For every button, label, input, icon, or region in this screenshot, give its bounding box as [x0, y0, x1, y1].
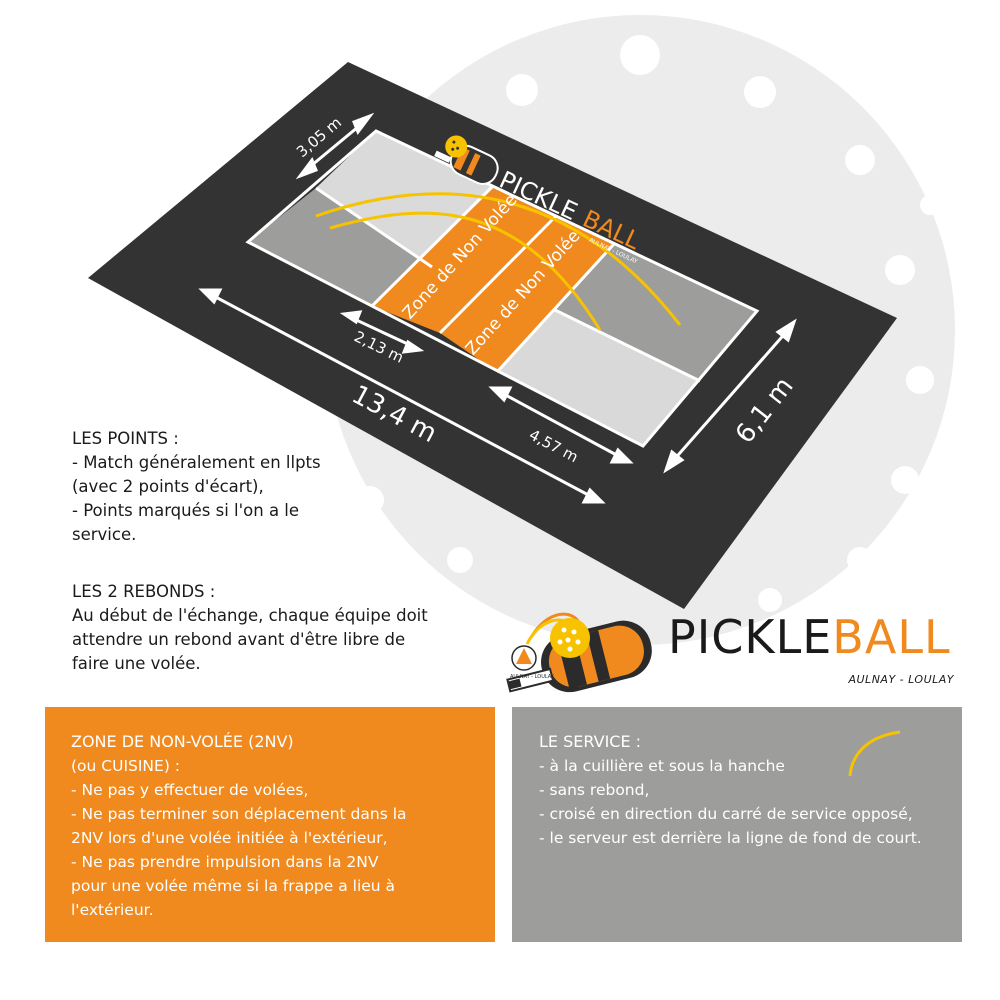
rules-points-line: - Match généralement en llpts — [72, 453, 321, 472]
panel-service-line: - à la cuillière et sous la hanche — [539, 757, 785, 775]
rules-rebonds-title: LES 2 REBONDS : — [72, 582, 216, 601]
rules-points-line: (avec 2 points d'écart), — [72, 477, 264, 496]
kitchen-right — [440, 216, 614, 372]
rules-points-line: - Points marqués si l'on a le — [72, 501, 300, 520]
panel-service-line: - sans rebond, — [539, 781, 650, 799]
panel-non-volley-zone: ZONE DE NON-VOLÉE (2NV) (ou CUISINE) : -… — [45, 707, 495, 942]
trajectory-arc-2 — [329, 211, 602, 331]
rules-rebonds: LES 2 REBONDS : Au début de l'échange, c… — [72, 580, 432, 676]
rules-rebonds-line: attendre un rebond avant d'être libre de — [72, 630, 406, 649]
panel-nvz-line: 2NV lors d'une volée initiée à l'extérie… — [71, 829, 388, 847]
logo-word-ball: BALL — [832, 610, 951, 664]
service-box-right-lower — [497, 310, 700, 446]
panel-nvz-line: - Ne pas y effectuer de volées, — [71, 781, 309, 799]
panel-nvz-title: ZONE DE NON-VOLÉE (2NV) — [71, 732, 294, 751]
panel-nvz-line: - Ne pas terminer son déplacement dans l… — [71, 805, 407, 823]
rules-points-line: service. — [72, 525, 137, 544]
serve-arc-icon — [848, 730, 901, 777]
trajectory-arc-1 — [315, 192, 682, 326]
logo-wordmark: PICKLEBALL — [668, 610, 951, 664]
panel-nvz-subtitle: (ou CUISINE) : — [71, 757, 181, 775]
panel-nvz-line: - Ne pas prendre impulsion dans la 2NV — [71, 853, 379, 871]
kitchen-left — [372, 186, 556, 333]
pickleball-logo: AULNAY - LOULAY PICKLEBALL AULNAY - LOUL… — [502, 606, 962, 696]
logo-subtitle: AULNAY - LOULAY — [848, 673, 954, 686]
panel-nvz-line: l'extérieur. — [71, 901, 154, 919]
panel-service: LE SERVICE : - à la cuillière et sous la… — [512, 707, 962, 942]
rules-points-title: LES POINTS : — [72, 429, 179, 448]
panel-nvz-line: pour une volée même si la frappe a lieu … — [71, 877, 396, 895]
panel-service-line: - le serveur est derrière la ligne de fo… — [539, 829, 922, 847]
panel-service-title: LE SERVICE : — [539, 732, 642, 751]
rules-rebonds-line: faire une volée. — [72, 654, 201, 673]
logo-badge-text: AULNAY - LOULAY — [510, 674, 555, 680]
net-line — [438, 214, 558, 335]
service-box-right-upper — [555, 244, 757, 381]
paddle-ball-icon: AULNAY - LOULAY — [506, 612, 652, 693]
service-box-left-lower — [248, 188, 432, 306]
court-outline — [245, 129, 760, 448]
rules-rebonds-line: Au début de l'échange, chaque équipe doi… — [72, 606, 428, 625]
logo-word-pickle: PICKLE — [668, 610, 833, 664]
panel-service-line: - croisé en direction du carré de servic… — [539, 805, 913, 823]
rules-points: LES POINTS : - Match généralement en llp… — [72, 427, 372, 547]
